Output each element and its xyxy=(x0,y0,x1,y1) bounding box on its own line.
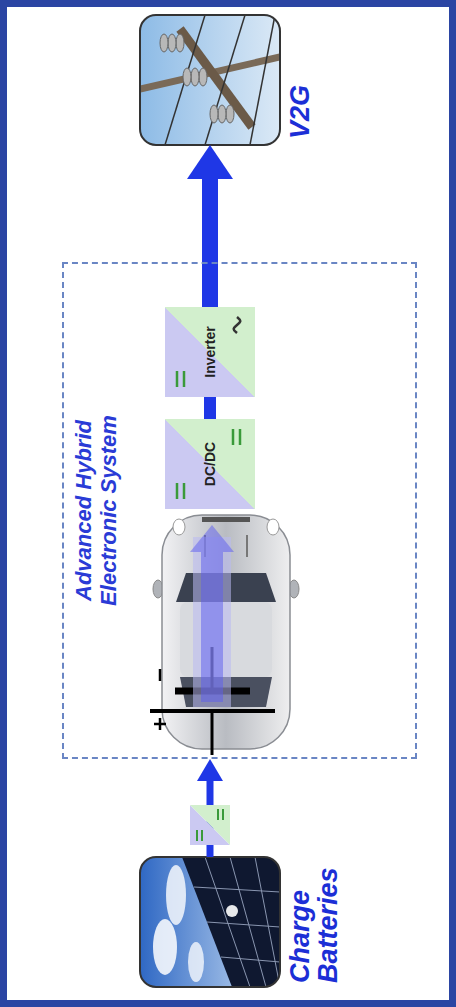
wire xyxy=(205,15,245,145)
photo-border xyxy=(140,857,280,987)
connector xyxy=(210,397,211,419)
insulator xyxy=(218,105,226,123)
power-line-photo xyxy=(140,15,280,145)
converter-block: Inverter xyxy=(165,307,255,397)
wire xyxy=(250,15,275,145)
solar-panel-photo xyxy=(140,857,280,987)
connector-line xyxy=(204,397,216,419)
converter-block: DC/DC xyxy=(165,419,255,509)
headlight xyxy=(267,519,279,535)
arrowhead xyxy=(197,759,223,781)
ac-mark xyxy=(234,317,241,333)
flow-band xyxy=(193,537,231,707)
wires xyxy=(165,15,275,145)
group-title: Advanced Hybrid Electronic System xyxy=(72,396,121,626)
insulator xyxy=(183,68,191,86)
dc-mark xyxy=(201,830,203,841)
flow-shaft xyxy=(201,552,223,702)
dc-mark xyxy=(217,809,219,820)
converter-half xyxy=(190,805,230,845)
charge-flow-arrow xyxy=(190,525,234,707)
grid-line xyxy=(194,887,280,892)
photo-node: V2G xyxy=(140,15,314,145)
hood-vent xyxy=(246,535,248,557)
sky xyxy=(140,857,280,987)
insulator xyxy=(168,34,176,52)
dc-dc-converter-symbol xyxy=(190,805,230,845)
photo-caption: V2G xyxy=(286,15,314,139)
page-ground xyxy=(7,7,449,1000)
car-body xyxy=(162,515,290,749)
headlight xyxy=(173,519,185,535)
sun-glint xyxy=(226,905,238,917)
connector xyxy=(187,145,233,307)
block-label: Inverter xyxy=(202,326,218,377)
insulator xyxy=(226,105,234,123)
arrowhead xyxy=(187,145,233,179)
insulators xyxy=(160,34,234,123)
cloud xyxy=(153,919,177,975)
minus-sign xyxy=(159,669,162,681)
cloud xyxy=(188,942,204,982)
block-label: DC/DC xyxy=(202,442,218,486)
grid-line xyxy=(207,922,280,927)
dc-mark xyxy=(176,371,179,387)
dc-mark xyxy=(222,809,224,820)
photo-border xyxy=(140,15,280,145)
photo-node: Charge Batteries xyxy=(140,857,343,987)
dc-mark xyxy=(183,371,186,387)
crossarm xyxy=(180,29,252,127)
connector-line xyxy=(202,179,218,307)
grid-line xyxy=(255,857,280,987)
converter-half xyxy=(190,805,230,845)
dc-mark xyxy=(232,429,235,445)
dc-mark xyxy=(176,483,179,499)
solar-panel xyxy=(182,857,280,987)
sky xyxy=(140,15,280,145)
insulator xyxy=(199,68,207,86)
flow-head xyxy=(190,525,234,552)
photo-caption: Charge Batteries xyxy=(286,857,343,983)
battery-plate xyxy=(150,709,275,713)
insulator xyxy=(210,105,218,123)
insulator xyxy=(176,34,184,52)
insulator xyxy=(160,34,168,52)
system-group: Advanced Hybrid Electronic System DC/DC In… xyxy=(62,262,417,759)
grid-line xyxy=(230,857,266,987)
dc-mark xyxy=(183,483,186,499)
dc-mark xyxy=(196,830,198,841)
grille xyxy=(202,517,250,522)
panel-grid xyxy=(194,857,280,987)
wire xyxy=(165,15,205,145)
plus-sign xyxy=(154,723,166,726)
grid-line xyxy=(221,957,280,962)
car-illustration xyxy=(153,515,299,749)
battery-wire xyxy=(211,711,214,755)
insulator xyxy=(191,68,199,86)
dc-mark xyxy=(239,429,242,445)
cloud xyxy=(166,865,186,925)
